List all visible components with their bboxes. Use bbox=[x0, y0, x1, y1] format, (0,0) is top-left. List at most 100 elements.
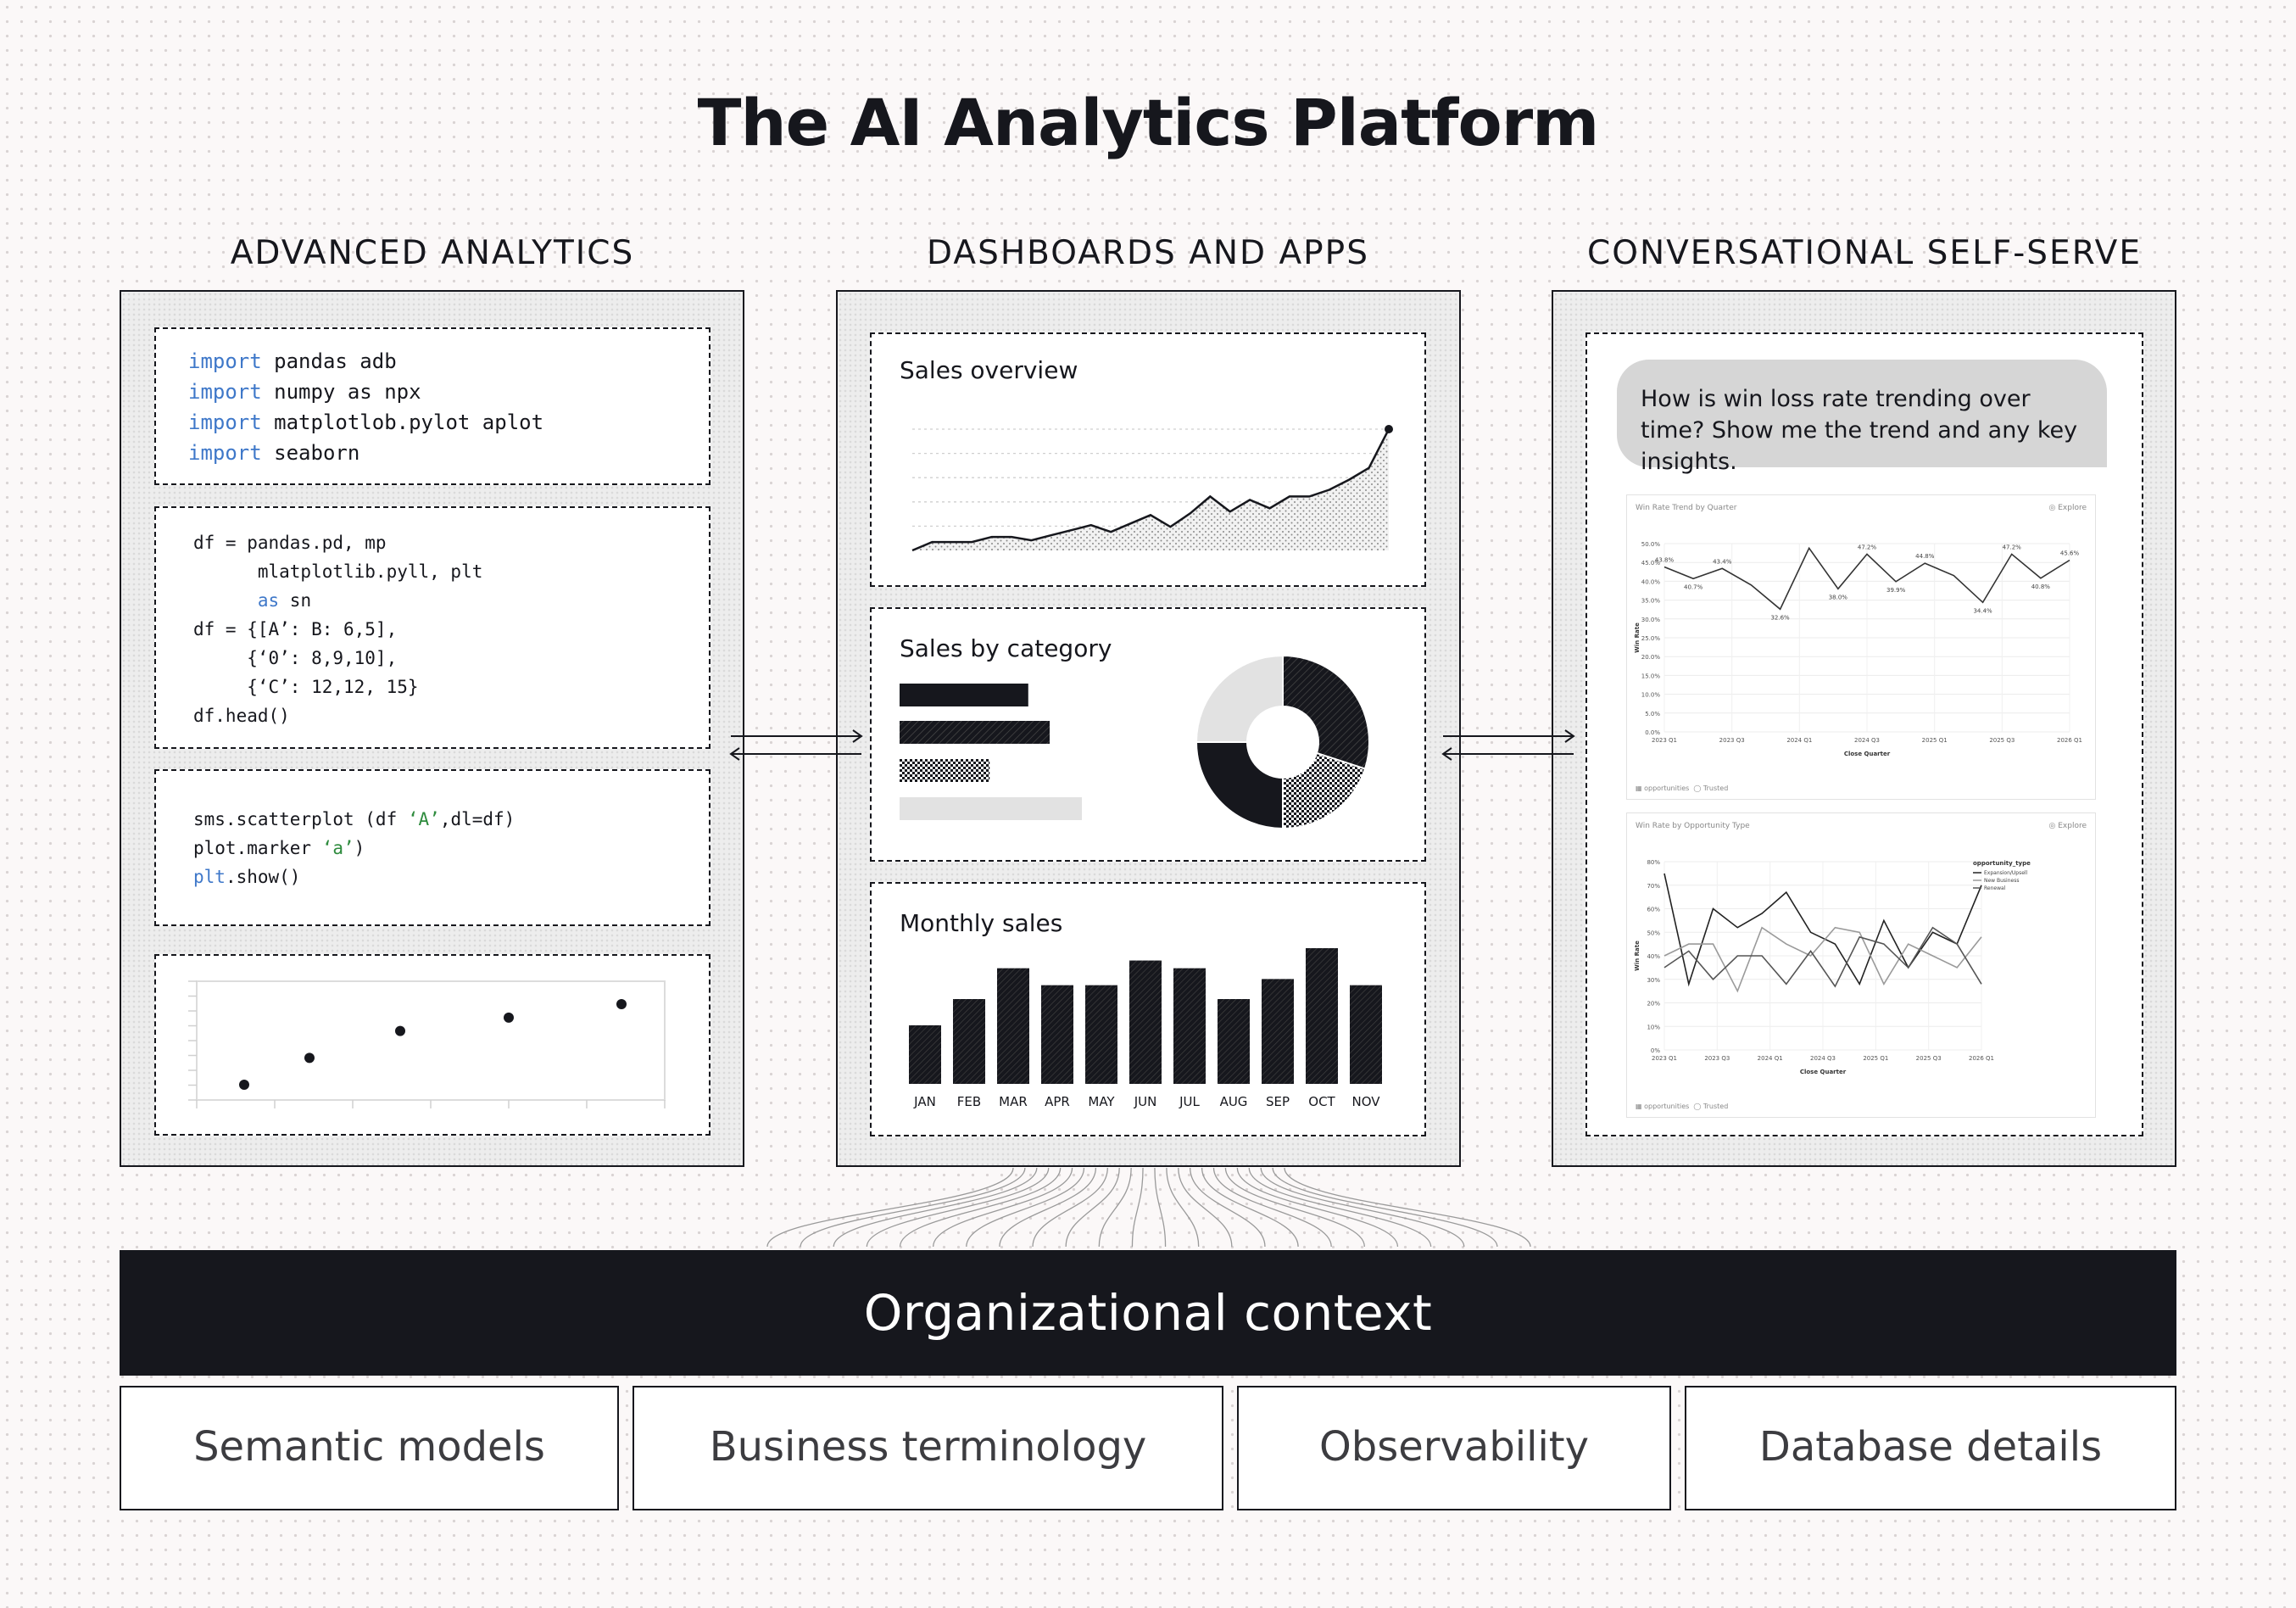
database-details-box[interactable]: Database details bbox=[1685, 1386, 2176, 1510]
month-label: SEP bbox=[1266, 1094, 1290, 1109]
y-tick-label: 25.0% bbox=[1641, 635, 1661, 642]
month-label: FEB bbox=[957, 1094, 981, 1109]
sales-overview-endpoint bbox=[1385, 425, 1393, 433]
month-label: JAN bbox=[913, 1094, 936, 1109]
monthly-bar bbox=[997, 968, 1029, 1084]
x-axis-label: Close Quarter bbox=[1800, 1069, 1847, 1075]
scatterplot-code-cell[interactable]: sms.scatterplot (df ‘A’,dl=df) plot.mark… bbox=[154, 769, 711, 926]
semantic-models-box[interactable]: Semantic models bbox=[120, 1386, 619, 1510]
monthly-bar bbox=[1129, 960, 1162, 1084]
fan-line bbox=[1098, 1167, 1132, 1248]
sales-overview-card[interactable]: Sales overview bbox=[870, 332, 1426, 587]
fan-line bbox=[1201, 1167, 1299, 1248]
fan-line bbox=[966, 1167, 1085, 1248]
business-terminology-box[interactable]: Business terminology bbox=[633, 1386, 1223, 1510]
series-line bbox=[1663, 926, 1982, 993]
data-label: 34.4% bbox=[1973, 607, 1992, 614]
fan-line bbox=[1065, 1167, 1120, 1248]
import-code-cell[interactable]: import pandas adb import numpy as npx im… bbox=[154, 327, 711, 485]
month-label: AUG bbox=[1220, 1094, 1248, 1109]
legend-label: Expansion/Upsell bbox=[1984, 870, 2028, 876]
x-tick-label: 2024 Q3 bbox=[1854, 737, 1880, 744]
x-tick-label: 2025 Q1 bbox=[1922, 737, 1948, 744]
fan-line bbox=[1272, 1167, 1498, 1248]
user-question-bubble: How is win loss rate trending over time?… bbox=[1617, 360, 2107, 475]
scatter-point bbox=[239, 1080, 249, 1090]
donut-slice bbox=[1282, 751, 1367, 830]
data-label: 40.7% bbox=[1684, 583, 1703, 590]
monthly-bar bbox=[909, 1025, 941, 1084]
source-footer: ▦ opportunities ◯ Trusted bbox=[1636, 1103, 1729, 1110]
x-tick-label: 2023 Q1 bbox=[1652, 737, 1677, 744]
x-tick-label: 2025 Q1 bbox=[1863, 1055, 1888, 1062]
conversational-heading: CONVERSATIONAL SELF-SERVE bbox=[1587, 234, 2142, 272]
monthly-bar bbox=[1173, 968, 1206, 1084]
y-tick-label: 0.0% bbox=[1645, 729, 1660, 736]
sales-by-category-chart bbox=[900, 654, 1370, 830]
x-tick-label: 2025 Q3 bbox=[1989, 737, 2015, 744]
explore-button[interactable]: ◎ Explore bbox=[2048, 504, 2087, 512]
y-tick-label: 40% bbox=[1647, 953, 1660, 960]
observability-box[interactable]: Observability bbox=[1237, 1386, 1671, 1510]
monthly-bar bbox=[1306, 948, 1338, 1084]
category-bar bbox=[900, 684, 1028, 706]
y-tick-label: 5.0% bbox=[1645, 711, 1660, 717]
data-label: 47.2% bbox=[2003, 544, 2022, 550]
x-axis-label: Close Quarter bbox=[1844, 751, 1891, 757]
win-rate-by-type-card[interactable]: Win Rate by Opportunity Type ◎ Explore 0… bbox=[1626, 812, 2096, 1118]
chart-title: Win Rate Trend by Quarter bbox=[1636, 504, 1737, 512]
sales-by-category-title: Sales by category bbox=[900, 634, 1112, 662]
legend-label: New Business bbox=[1984, 878, 2019, 884]
category-bar bbox=[900, 721, 1050, 744]
month-label: JUL bbox=[1179, 1094, 1200, 1109]
y-tick-label: 10.0% bbox=[1641, 692, 1661, 699]
data-label: 32.6% bbox=[1770, 614, 1790, 621]
x-tick-label: 2026 Q1 bbox=[2057, 737, 2082, 744]
fan-line bbox=[999, 1167, 1097, 1248]
data-label: 38.0% bbox=[1829, 594, 1848, 600]
scatter-point bbox=[304, 1052, 315, 1064]
category-bar bbox=[900, 759, 990, 782]
sales-by-category-card[interactable]: Sales by category bbox=[870, 607, 1426, 862]
donut-slice bbox=[1195, 654, 1284, 743]
fan-line bbox=[899, 1167, 1062, 1248]
page-title: The AI Analytics Platform bbox=[697, 85, 1600, 160]
y-tick-label: 30.0% bbox=[1641, 617, 1661, 623]
scatter-output-cell bbox=[154, 954, 711, 1136]
fan-line bbox=[766, 1167, 1014, 1248]
win-rate-trend-card[interactable]: Win Rate Trend by Quarter ◎ Explore 0.0%… bbox=[1626, 494, 2096, 800]
x-tick-label: 2023 Q3 bbox=[1719, 737, 1745, 744]
code-line: import pandas adb bbox=[188, 349, 397, 373]
code-line: import matplotlob.pylot aplot bbox=[188, 410, 544, 434]
donut-slice bbox=[1282, 654, 1370, 770]
monthly-bar bbox=[1085, 985, 1117, 1084]
context-fan-lines bbox=[766, 1167, 1531, 1248]
y-tick-label: 60% bbox=[1647, 907, 1660, 913]
sales-overview-title: Sales overview bbox=[900, 356, 1078, 384]
y-tick-label: 50% bbox=[1647, 930, 1660, 936]
y-tick-label: 10% bbox=[1647, 1024, 1660, 1030]
sales-overview-area bbox=[912, 429, 1389, 550]
series-line bbox=[1663, 873, 1982, 987]
month-label: APR bbox=[1045, 1094, 1070, 1109]
scatter-point bbox=[504, 1012, 514, 1023]
monthly-sales-title: Monthly sales bbox=[900, 909, 1063, 937]
chart-title: Win Rate by Opportunity Type bbox=[1636, 822, 1750, 830]
month-label: OCT bbox=[1308, 1094, 1335, 1109]
data-label: 43.4% bbox=[1713, 558, 1732, 565]
explore-button[interactable]: ◎ Explore bbox=[2048, 822, 2087, 830]
advanced-analytics-heading: ADVANCED ANALYTICS bbox=[230, 234, 635, 272]
code-line: import seaborn bbox=[188, 441, 360, 465]
series-line bbox=[1663, 926, 1982, 988]
code-line: import numpy as npx bbox=[188, 380, 421, 404]
y-tick-label: 70% bbox=[1647, 883, 1660, 890]
monthly-bar bbox=[1041, 985, 1073, 1084]
x-tick-label: 2024 Q3 bbox=[1810, 1055, 1836, 1062]
y-tick-label: 20% bbox=[1647, 1001, 1660, 1008]
monthly-bar bbox=[1218, 999, 1250, 1084]
x-tick-label: 2023 Q1 bbox=[1652, 1055, 1677, 1062]
fan-line bbox=[933, 1167, 1073, 1248]
dataframe-code-cell[interactable]: df = pandas.pd, mp mlatplotlib.pyll, plt… bbox=[154, 506, 711, 749]
